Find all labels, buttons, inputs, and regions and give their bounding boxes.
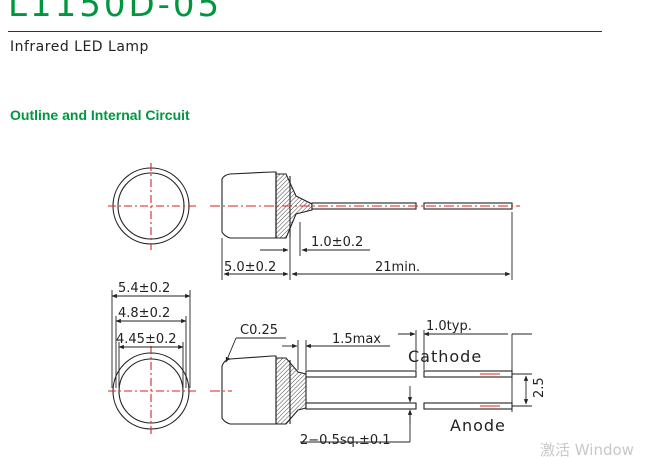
dim-lead-offset: 1.0±0.2 [311,235,363,250]
bottom-side-view [210,330,532,443]
dim-meniscus: 1.5max [332,332,381,347]
dim-lead-length: 21min. [375,260,420,275]
label-anode: Anode [450,416,506,435]
dim-lens-dia: 4.45±0.2 [116,332,177,347]
dim-chamfer: C0.25 [240,323,278,338]
top-side-view [210,171,520,280]
dim-step: 1.0typ. [426,319,472,334]
part-number: L1150D-05 [8,0,223,25]
dim-body-dia: 4.8±0.2 [118,306,170,321]
header-rule [8,31,602,32]
bottom-front-view [108,290,196,437]
dim-body-length: 5.0±0.2 [224,260,276,275]
label-cathode: Cathode [408,347,482,366]
dim-flange-dia: 5.4±0.2 [118,281,170,296]
section-title: Outline and Internal Circuit [10,107,190,123]
dim-lead-size: 2−0.5sq.±0.1 [300,433,391,448]
product-name: Infrared LED Lamp [10,39,149,55]
dim-lead-pitch: 2.5 [532,377,547,398]
top-front-view [108,163,196,250]
activation-watermark: 激活 Window [540,441,634,457]
